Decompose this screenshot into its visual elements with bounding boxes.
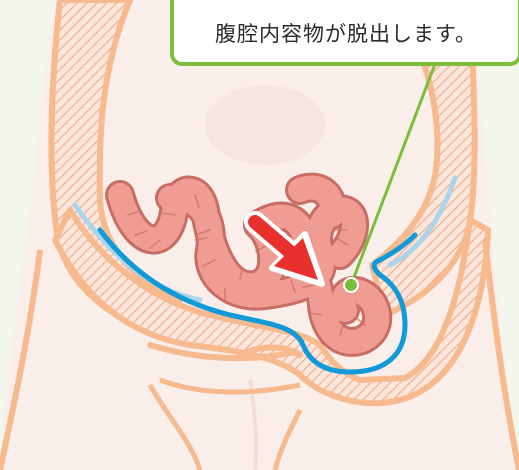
callout-text: 腹腔内容物が脱出します。: [215, 18, 477, 48]
callout-box: 腹腔内容物が脱出します。: [170, 0, 519, 66]
